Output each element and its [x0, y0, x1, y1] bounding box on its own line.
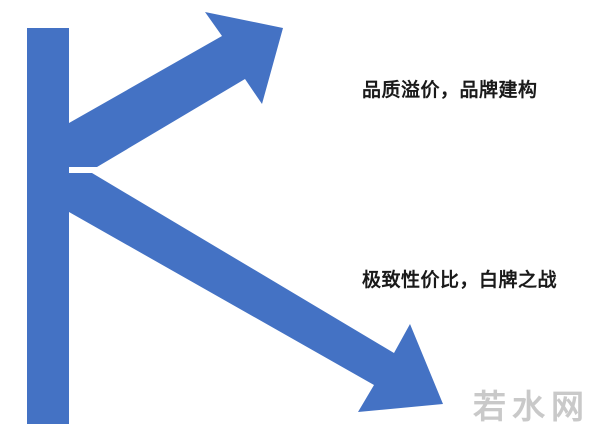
site-watermark: 若水网: [473, 390, 590, 426]
lower-arrow-shape: [69, 173, 443, 412]
vertical-bar-shape: [27, 28, 69, 424]
upper-arrow-shape: [69, 12, 283, 167]
label-cost-performance: 极致性价比，白牌之战: [362, 270, 558, 291]
label-premium-branding: 品质溢价，品牌建构: [362, 80, 538, 101]
